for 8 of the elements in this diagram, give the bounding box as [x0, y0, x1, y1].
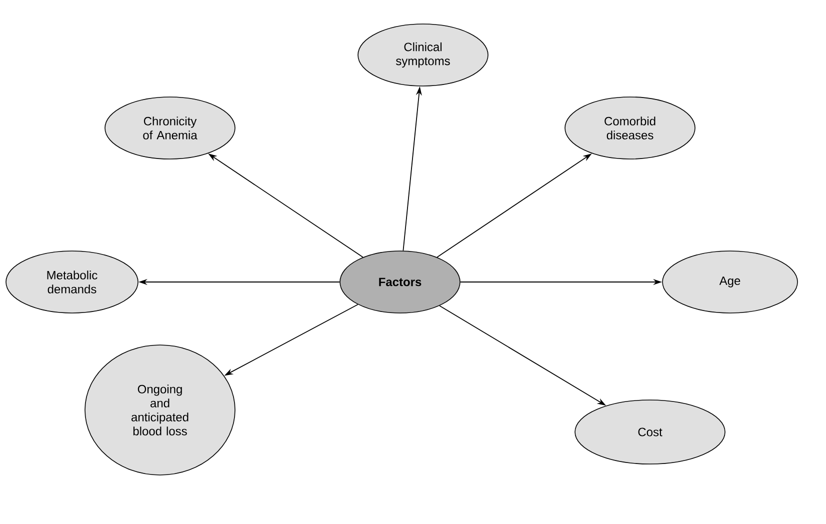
ellipse-node: Cost [574, 400, 726, 464]
ellipse-node: Metabolic demands [6, 250, 138, 314]
ellipse-node: Ongoing and anticipated blood loss [84, 344, 236, 476]
ellipse-node: Factors [340, 250, 460, 314]
ellipse-node: Chronicity of Anemia [104, 96, 236, 160]
ellipse-node: Comorbid diseases [564, 96, 696, 160]
ellipse-node: Clinical symptoms [358, 24, 488, 86]
ellipse-node: Age [662, 250, 798, 314]
